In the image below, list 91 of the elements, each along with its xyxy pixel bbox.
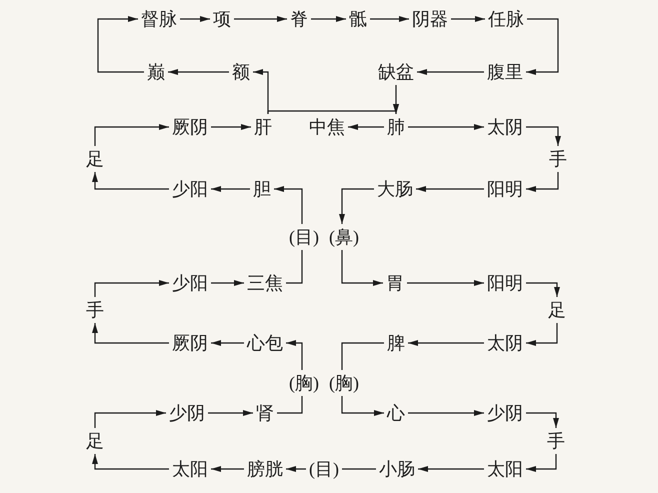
connector-line (342, 468, 376, 470)
node-label: 额 (232, 62, 250, 82)
arrow (408, 124, 484, 130)
arrow (408, 340, 484, 346)
arrow (370, 16, 409, 22)
node-label: 手 (547, 431, 565, 451)
arrow (526, 18, 559, 75)
arrow (348, 124, 384, 130)
node-label: (胸) (289, 373, 319, 393)
arrow (341, 396, 384, 416)
arrow (274, 186, 303, 224)
node-label: 胆 (253, 179, 271, 199)
arrow (526, 412, 559, 428)
connector-line (277, 396, 303, 414)
node-label: 手 (86, 300, 104, 320)
arrow (526, 126, 561, 146)
arrow (94, 280, 169, 297)
node-label: (目) (309, 459, 339, 479)
arrow (408, 410, 484, 416)
node-label: 太阳 (172, 459, 208, 479)
node-label: 腹里 (487, 62, 523, 82)
arrow (526, 323, 558, 346)
node-label: 巅 (147, 62, 165, 82)
node-label: 太阴 (487, 333, 523, 353)
node-label: 项 (213, 9, 231, 29)
node-label: 足 (548, 300, 566, 320)
arrow (180, 16, 210, 22)
arrow (526, 282, 560, 297)
node-label: 脾 (387, 333, 405, 353)
connector-line (286, 250, 303, 284)
node-label: 少阳 (172, 273, 208, 293)
arrow (92, 454, 169, 470)
arrow (418, 466, 484, 472)
node-label: 少阳 (172, 179, 208, 199)
arrow (407, 280, 484, 286)
node-label: 阴器 (412, 9, 448, 29)
node-label: 厥阴 (172, 117, 208, 137)
node-label: 足 (86, 431, 104, 451)
arrow (286, 340, 303, 370)
arrow (234, 16, 287, 22)
node-label: 肺 (387, 117, 405, 137)
arrow (339, 188, 374, 224)
node-label: 厥阴 (172, 333, 208, 353)
arrow (211, 186, 250, 192)
arrow (311, 16, 346, 22)
node-label: 胃 (386, 273, 404, 293)
node-label: 肝 (254, 117, 272, 137)
node-label: 脊 (290, 9, 308, 29)
node-label: (胸) (329, 373, 359, 393)
node-label: 太阳 (487, 459, 523, 479)
arrow (286, 466, 306, 472)
arrow (341, 250, 383, 286)
arrow (211, 466, 244, 472)
node-label: 任脉 (488, 9, 524, 29)
arrow (211, 124, 251, 130)
arrow (94, 124, 169, 146)
node-label: (目) (289, 227, 319, 247)
arrow (168, 69, 229, 75)
node-label: 骶 (349, 9, 367, 29)
arrow (92, 172, 169, 190)
arrow (416, 186, 484, 192)
arrow (267, 104, 399, 114)
node-label: 足 (86, 149, 104, 169)
arrow (526, 454, 557, 472)
arrow (92, 323, 169, 344)
arrow (208, 410, 253, 416)
arrow (451, 16, 485, 22)
node-label: (鼻) (329, 227, 359, 247)
node-label: 三焦 (247, 273, 283, 293)
node-label: 手 (549, 149, 567, 169)
arrow (526, 172, 559, 192)
node-label: 心包 (247, 333, 283, 353)
node-label: 小肠 (379, 459, 415, 479)
node-label: 阳明 (487, 179, 523, 199)
arrow (211, 280, 244, 286)
node-label: 心 (387, 403, 405, 423)
connector-line (341, 342, 384, 370)
arrow (97, 16, 144, 73)
node-label: 中焦 (309, 117, 345, 137)
arrow (94, 410, 166, 428)
node-label: 督脉 (141, 9, 177, 29)
node-label: 少阴 (169, 403, 205, 423)
node-label: 少阴 (487, 403, 523, 423)
node-label: 太阴 (487, 117, 523, 137)
node-label: 阳明 (487, 273, 523, 293)
arrow (211, 340, 244, 346)
node-label: 肾 (256, 403, 274, 423)
node-label: 膀胱 (247, 459, 283, 479)
arrow (417, 69, 484, 75)
node-label: 大肠 (377, 179, 413, 199)
node-label: 缺盆 (378, 62, 414, 82)
